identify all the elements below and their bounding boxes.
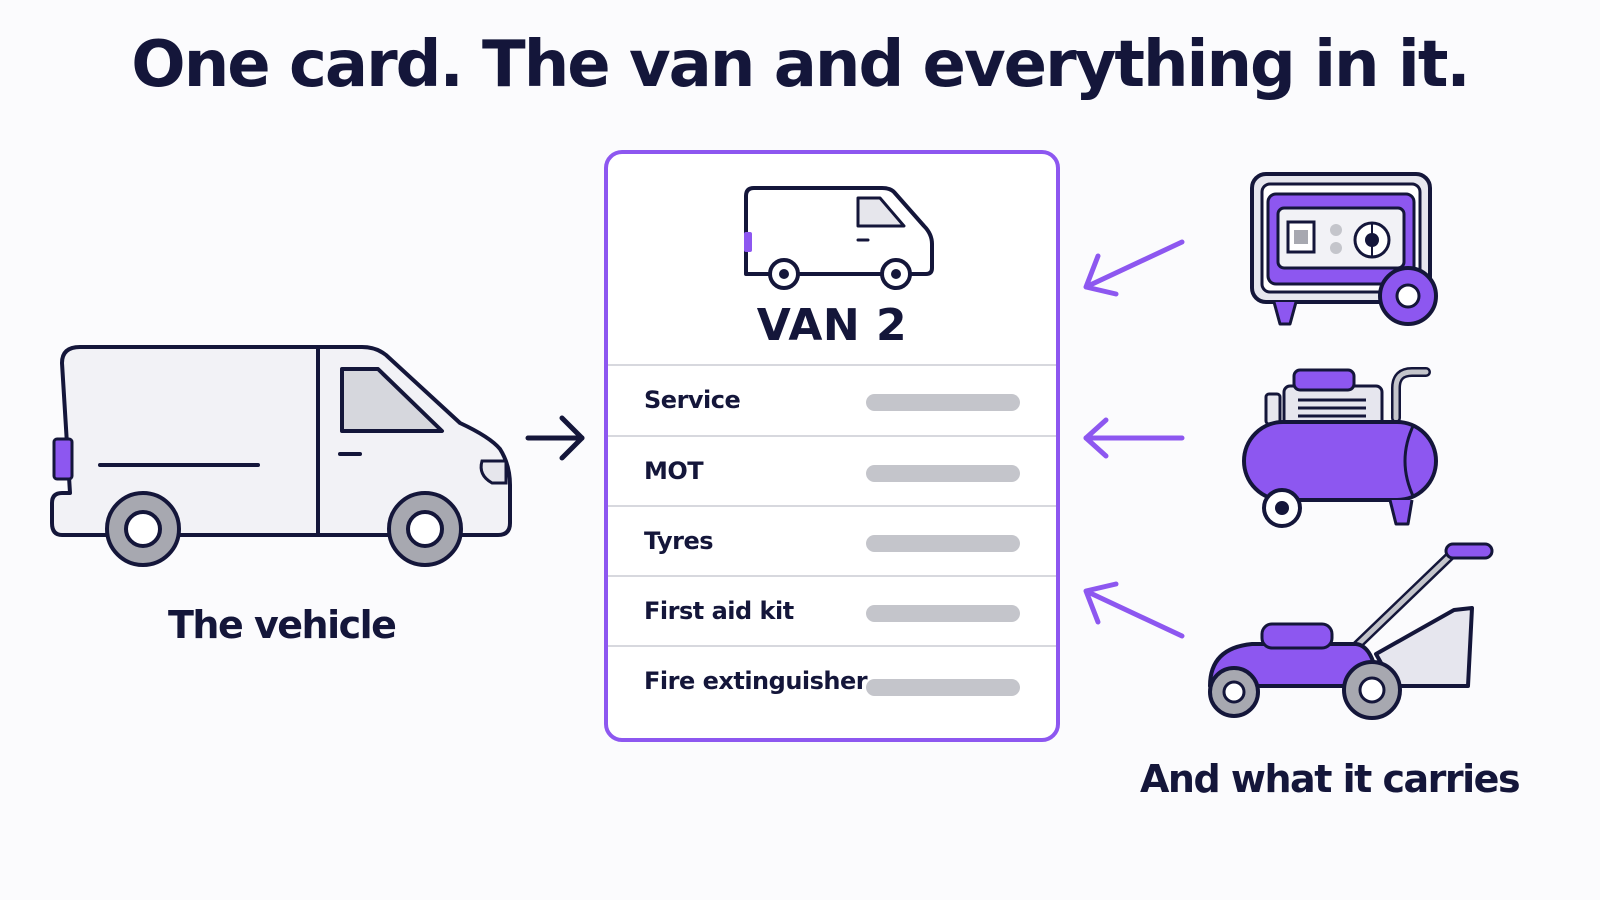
- page-title: One card. The van and everything in it.: [131, 28, 1470, 102]
- air-compressor-icon: [1242, 367, 1438, 528]
- arrow-left-icon: [1083, 417, 1185, 459]
- row-label: MOT: [644, 457, 704, 485]
- arrow-left-icon: [1083, 581, 1185, 639]
- card-title: VAN 2: [756, 300, 908, 351]
- vehicle-caption: The vehicle: [168, 603, 397, 647]
- van-card: VAN 2 Service MOT Tyres First aid kit Fi…: [604, 150, 1060, 742]
- row-value-placeholder: [866, 605, 1020, 622]
- row-label: Tyres: [644, 527, 714, 555]
- lawn-mower-icon: [1208, 542, 1494, 720]
- card-row-first-aid-kit: First aid kit: [608, 575, 1056, 647]
- row-label: Service: [644, 386, 741, 414]
- row-value-placeholder: [866, 679, 1020, 696]
- row-value-placeholder: [866, 465, 1020, 482]
- van-icon: [50, 345, 512, 567]
- van-icon: [744, 186, 934, 290]
- row-label: Fire extinguisher: [644, 667, 868, 695]
- arrow-right-icon: [525, 415, 585, 461]
- card-row-tyres: Tyres: [608, 505, 1056, 577]
- card-row-fire-extinguisher: Fire extinguisher: [608, 645, 1056, 717]
- arrow-left-icon: [1083, 239, 1185, 297]
- row-label: First aid kit: [644, 597, 794, 625]
- card-header: VAN 2: [608, 154, 1056, 364]
- carries-caption: And what it carries: [1140, 757, 1521, 801]
- row-value-placeholder: [866, 535, 1020, 552]
- generator-icon: [1250, 172, 1438, 326]
- card-row-service: Service: [608, 364, 1056, 436]
- row-value-placeholder: [866, 394, 1020, 411]
- card-row-mot: MOT: [608, 435, 1056, 507]
